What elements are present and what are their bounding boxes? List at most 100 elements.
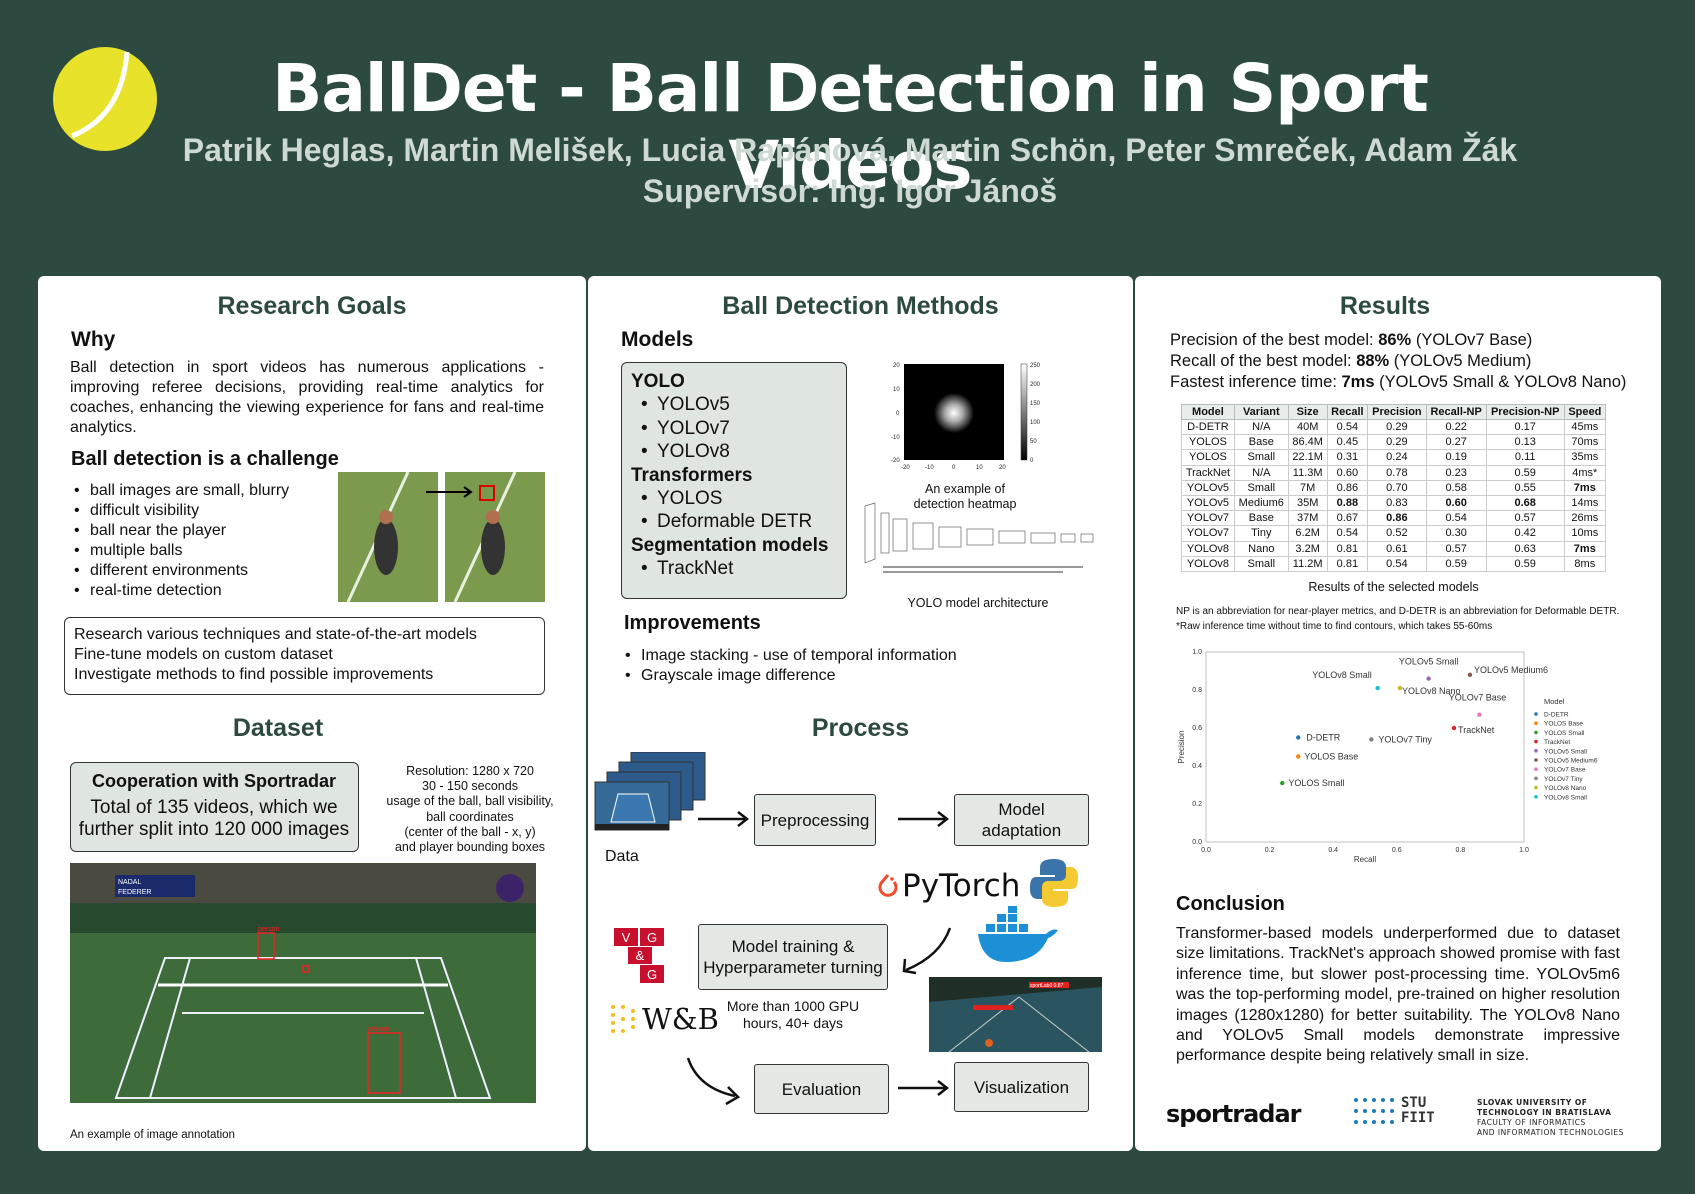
vgg-letter: & <box>636 948 645 963</box>
table-cell: 11.2M <box>1287 555 1328 572</box>
university-logo: SLOVAK UNIVERSITY OF TECHNOLOGY IN BRATI… <box>1477 1098 1624 1138</box>
info-line: usage of the ball, ball visibility, <box>386 794 554 809</box>
legend-entry: TrackNet <box>1544 739 1570 746</box>
score-player-1: NADAL <box>118 879 141 886</box>
column-header: Precision-NP <box>1485 404 1565 420</box>
table-cell: 0.58 <box>1425 479 1487 496</box>
results-summary: Precision of the best model: 86% (YOLOv7… <box>1170 330 1626 393</box>
table-cell: Small <box>1233 555 1289 572</box>
list-item: ball near the player <box>70 521 330 541</box>
docker-icon <box>978 906 1058 962</box>
person-label: person <box>258 926 280 933</box>
tick: 10 <box>976 465 983 471</box>
list-item: Image stacking - use of temporal informa… <box>621 646 1071 666</box>
challenge-images <box>338 472 545 602</box>
table-cell: 8ms <box>1563 555 1607 572</box>
models-heading: Models <box>621 328 694 351</box>
cooperation-title: Cooperation with Sportradar <box>91 771 336 791</box>
table-cell: 0.61 <box>1367 540 1427 557</box>
summary-value: 86% <box>1378 331 1412 349</box>
y-tick-label: 0.6 <box>1192 725 1202 732</box>
scatter-point <box>1296 735 1301 740</box>
table-cell: Nano <box>1233 540 1289 557</box>
x-tick-label: 0.8 <box>1456 847 1466 854</box>
yolo-caption: YOLO model architecture <box>907 596 1049 610</box>
table-cell: 0.67 <box>1326 510 1369 527</box>
table-cell: 0.17 <box>1485 418 1565 436</box>
why-heading: Why <box>71 328 116 351</box>
legend-title: Model <box>1544 697 1565 706</box>
table-cell: N/A <box>1233 464 1289 481</box>
point-label: YOLOv8 Small <box>1312 670 1372 680</box>
table-cell: 0.86 <box>1367 510 1427 527</box>
table-cell: YOLOv5 <box>1181 494 1235 512</box>
table-cell: YOLOv7 <box>1181 510 1235 527</box>
table-cell: 0.19 <box>1425 449 1487 466</box>
plot-frame <box>1205 651 1525 843</box>
table-cell: YOLOv8 <box>1181 555 1235 572</box>
point-label: YOLOv8 Nano <box>1402 686 1461 696</box>
tick: -10 <box>891 435 900 441</box>
scatter-point <box>1426 676 1431 681</box>
legend-marker <box>1534 739 1538 744</box>
list-item: Grayscale image difference <box>621 666 1071 686</box>
table-cell: 14ms <box>1563 494 1607 512</box>
legend-marker <box>1534 795 1538 799</box>
middle-column: Ball Detection Methods Models YOLO YOLOv… <box>588 276 1133 1151</box>
conclusion-text: Transformer-based models underperformed … <box>1176 925 1620 1065</box>
legend-marker <box>1534 730 1538 735</box>
table-cell: D-DETR <box>1181 418 1235 436</box>
cooperation-box: Cooperation with Sportradar Total of 135… <box>70 762 359 852</box>
group-yolo: YOLO <box>631 371 685 392</box>
tick: -10 <box>925 465 934 471</box>
legend-entry: YOLOS Small <box>1544 730 1585 737</box>
info-line: and player bounding boxes <box>394 840 546 855</box>
table-cell: 0.59 <box>1425 555 1487 572</box>
challenge-list: ball images are small, blurry difficult … <box>70 481 330 601</box>
wandb-label: W&B <box>642 1002 719 1036</box>
wandb-logo: W&B <box>608 1001 719 1037</box>
legend-entry: YOLOv8 Nano <box>1544 785 1587 792</box>
sportradar-logo: sportradar <box>1166 1100 1302 1128</box>
legend-marker <box>1534 721 1538 725</box>
table-cell: YOLOS <box>1181 434 1235 451</box>
tick: 0 <box>896 411 900 417</box>
point-label: YOLOv5 Medium6 <box>1474 665 1548 675</box>
summary-pre: Recall of the best model: <box>1170 352 1357 370</box>
improvements-list: Image stacking - use of temporal informa… <box>621 646 1071 686</box>
point-label: D-DETR <box>1306 733 1340 743</box>
x-axis-label: Recall <box>1354 855 1376 864</box>
summary-value: 88% <box>1356 352 1390 370</box>
tick: -20 <box>891 458 900 464</box>
table-cell: 0.83 <box>1367 494 1427 512</box>
list-item: ball images are small, blurry <box>70 481 330 501</box>
results-heading: Results <box>1339 292 1431 320</box>
authors: Patrik Heglas, Martin Melišek, Lucia Rap… <box>182 132 1518 168</box>
tick: 20 <box>999 465 1006 471</box>
x-tick-label: 0.0 <box>1201 847 1211 854</box>
person-label: person <box>368 1026 390 1033</box>
process-heading: Process <box>811 714 910 742</box>
list-item: YOLOv7 <box>637 417 828 441</box>
table-cell: Base <box>1233 434 1289 451</box>
tick: 250 <box>1030 363 1041 369</box>
poster-header: BallDet - Ball Detection in Sport Videos… <box>0 0 1695 258</box>
evaluation-step: Evaluation <box>754 1064 889 1114</box>
list-item: Fine-tune models on custom dataset <box>74 646 333 663</box>
tick: 10 <box>893 387 900 393</box>
y-tick-label: 0.8 <box>1192 687 1202 694</box>
scatter-point <box>1477 712 1482 717</box>
annotated-court-image: person person NADAL FEDERER <box>70 863 536 1103</box>
stu-label: STU <box>1401 1095 1427 1111</box>
yolo-architecture-diagram <box>864 502 1094 573</box>
list-item: Deformable DETR <box>637 510 828 534</box>
table-cell: 11.3M <box>1287 464 1328 481</box>
legend-marker <box>1534 767 1538 771</box>
legend-entry: YOLOv7 Tiny <box>1544 776 1583 783</box>
list-item: real-time detection <box>70 581 330 601</box>
